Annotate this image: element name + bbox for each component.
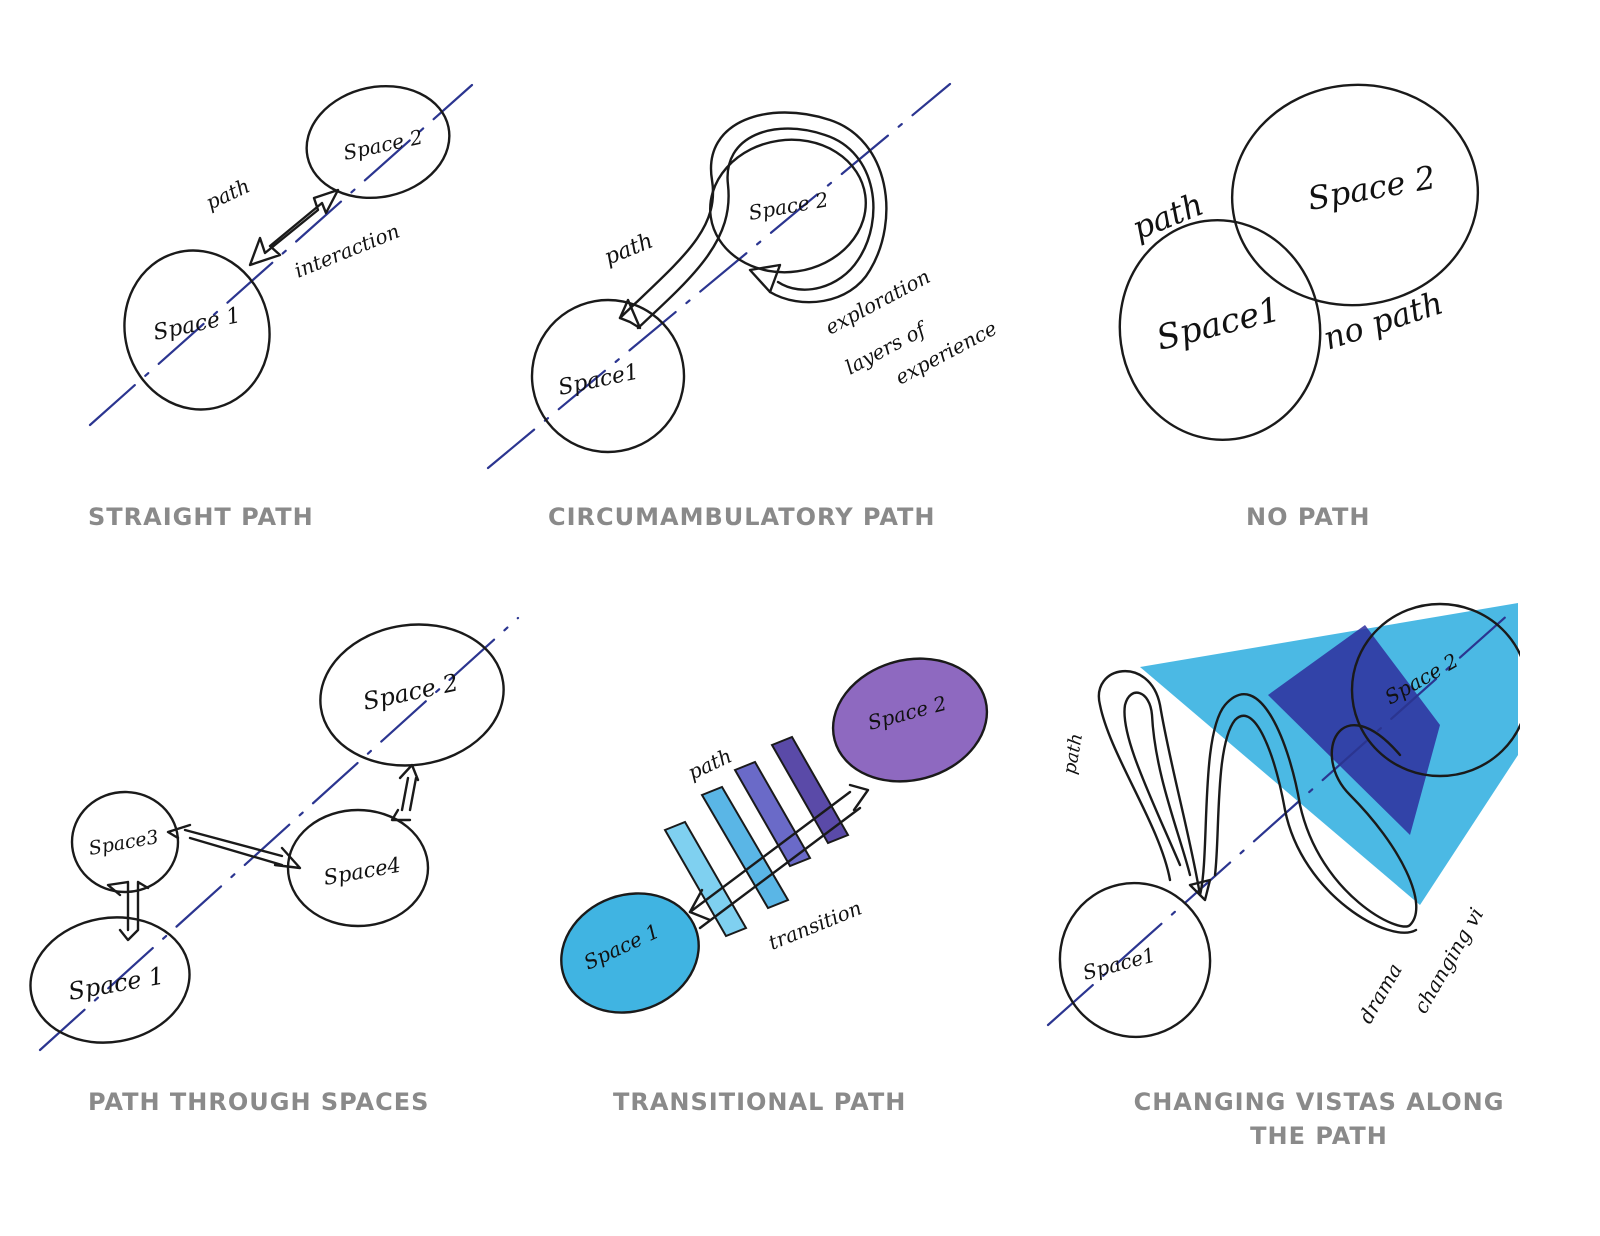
space2-label: Space 2 <box>360 668 460 715</box>
caption-changing-vistas-line1: CHANGING VISTAS ALONG <box>1133 1088 1505 1116</box>
space1-fill <box>560 892 700 1014</box>
straight-path-sketch: Space 1 Space 2 path interaction <box>88 83 474 427</box>
transition-arrow <box>688 783 870 930</box>
space1-label: Space 1 <box>66 962 166 1006</box>
panel-transitional-path: Space 1 Space 2 path transition <box>550 650 1020 1040</box>
spiral-path <box>618 111 888 330</box>
space1-circle <box>530 298 686 454</box>
panel-changing-vistas: Space1 Space 2 path drama changing vi <box>1040 595 1560 1055</box>
space2-label: Space 2 <box>341 125 425 165</box>
caption-changing-vistas: CHANGING VISTAS ALONG THE PATH <box>1126 1085 1512 1153</box>
panel-circumambulatory-path: Space1 Space 2 path exploration layers o… <box>480 60 1040 480</box>
panel-no-path: Space1 Space 2 path no path <box>1110 60 1530 460</box>
space4-label: Space4 <box>322 853 403 890</box>
space1-circle <box>1058 881 1212 1039</box>
vista-cone-navy <box>1268 625 1440 835</box>
axis-line <box>88 83 474 427</box>
circumambulatory-path-sketch: Space1 Space 2 path exploration layers o… <box>486 82 1001 470</box>
path-label: path <box>1127 185 1209 248</box>
caption-changing-vistas-line2: THE PATH <box>1250 1122 1388 1150</box>
axis-line <box>486 82 952 470</box>
path-through-spaces-sketch: Space 1 Space 2 Space3 Space4 <box>29 616 520 1052</box>
space2-circle <box>1230 83 1480 307</box>
space1-circle <box>123 249 271 411</box>
space3-label: Space3 <box>87 826 160 860</box>
caption-no-path: NO PATH <box>1246 503 1371 531</box>
space4-circle <box>286 808 430 928</box>
caption-straight-path: STRAIGHT PATH <box>88 503 314 531</box>
space2-circle <box>319 623 505 767</box>
space1-label: Space1 <box>556 359 641 400</box>
interaction-label: interaction <box>291 219 403 283</box>
space3-circle <box>70 790 180 894</box>
space2-label: Space 2 <box>1305 158 1439 218</box>
axis-line <box>38 616 520 1052</box>
caption-transitional-path: TRANSITIONAL PATH <box>613 1088 907 1116</box>
path-label: path <box>1059 732 1087 776</box>
drama-label: drama <box>1354 959 1407 1027</box>
space1-label: Space 1 <box>151 303 243 346</box>
space1-label: Space1 <box>1153 289 1285 358</box>
panel-path-through-spaces: Space 1 Space 2 Space3 Space4 <box>20 610 530 1060</box>
connector-arrows <box>106 763 420 942</box>
space1-circle <box>29 916 191 1044</box>
space1-label: Space1 <box>1080 942 1158 984</box>
changing-vistas-sketch: Space1 Space 2 path drama changing vi <box>1046 602 1520 1039</box>
changing-vistas-label: changing vi <box>1409 903 1489 1017</box>
path-label: path <box>601 229 657 271</box>
no-path-label: no path <box>1319 283 1448 357</box>
no-path-sketch: Space1 Space 2 path no path <box>1118 83 1480 442</box>
axis-line <box>1046 611 1512 1027</box>
path-label: path <box>684 743 736 784</box>
caption-path-through-spaces: PATH THROUGH SPACES <box>88 1088 430 1116</box>
space2-inner-circle <box>709 138 867 274</box>
panel-straight-path: Space 1 Space 2 path interaction <box>60 60 520 460</box>
serpentine-path <box>1097 669 1418 934</box>
space2-fill <box>831 657 989 783</box>
space2-circle <box>305 84 451 200</box>
transitional-path-sketch: Space 1 Space 2 path transition <box>560 657 989 1014</box>
path-label: path <box>202 173 254 214</box>
space2-circle <box>1350 602 1520 778</box>
caption-circumambulatory-path: CIRCUMAMBULATORY PATH <box>548 503 936 531</box>
space1-circle <box>1118 218 1322 442</box>
interaction-arrow <box>248 188 340 267</box>
transition-label: transition <box>765 896 865 955</box>
